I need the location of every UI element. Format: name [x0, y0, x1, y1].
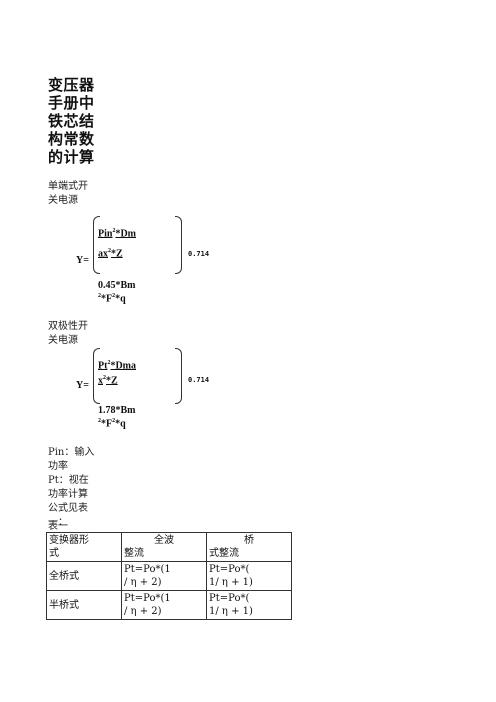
denominator-line-2: 2*F2*q — [98, 418, 126, 430]
denominator-line-1: 1.78*Bm — [98, 405, 136, 416]
header-cell: 变换器形 式 — [46, 532, 122, 562]
bridge-formula: Pt=Po*( 1/ η + 1) — [206, 590, 292, 620]
numerator-line-1: Pin2*Dm — [98, 228, 137, 240]
page-title: 变压器 手册中 铁芯结 构常数 的计算 — [48, 76, 95, 166]
table-caption: 表一 — [48, 521, 68, 532]
denominator-line-1: 0.45*Bm — [98, 280, 136, 291]
row-type: 半桥式 — [46, 590, 122, 620]
full-wave-formula: Pt=Po*(1 / η + 2) — [121, 590, 207, 620]
numerator-line-1: Pt2*Dma — [98, 360, 137, 372]
denominator-line-2: 2*F2*q — [98, 293, 126, 305]
full-wave-formula: Pt=Po*(1 / η + 2) — [121, 561, 207, 591]
bridge-formula: Pt=Po*( 1/ η + 1) — [206, 561, 292, 591]
numerator-line-2: x2*Z — [98, 375, 118, 387]
left-bracket — [93, 216, 100, 274]
header-cell: 桥 式整流 — [206, 532, 292, 562]
notes: Pin：输入 功率 Pt：视在 功率计算 公式见表 一： — [48, 447, 95, 528]
row-type: 全桥式 — [46, 561, 122, 591]
lhs-y: Y= — [76, 255, 89, 266]
table-row: 半桥式 Pt=Po*(1 / η + 2) Pt=Po*( 1/ η + 1) — [46, 590, 292, 620]
table-row: 全桥式 Pt=Po*(1 / η + 2) Pt=Po*( 1/ η + 1) — [46, 561, 292, 591]
table-header-row: 变换器形 式 全波 整流 桥 式整流 — [46, 532, 292, 562]
exponent: 0.714 — [188, 250, 210, 258]
right-bracket — [175, 216, 182, 274]
header-cell: 全波 整流 — [121, 532, 207, 562]
conversion-table: 变换器形 式 全波 整流 桥 式整流 全桥式 Pt=Po*(1 / η + 2)… — [46, 532, 292, 620]
push-pull-label: 双极性开 关电源 — [48, 321, 88, 346]
numerator-line-2: ax2*Z — [98, 248, 123, 260]
exponent: 0.714 — [188, 376, 210, 384]
single-ended-label: 单端式开 关电源 — [48, 181, 88, 206]
right-bracket — [175, 348, 182, 404]
left-bracket — [93, 348, 100, 404]
lhs-y: Y= — [76, 380, 89, 391]
